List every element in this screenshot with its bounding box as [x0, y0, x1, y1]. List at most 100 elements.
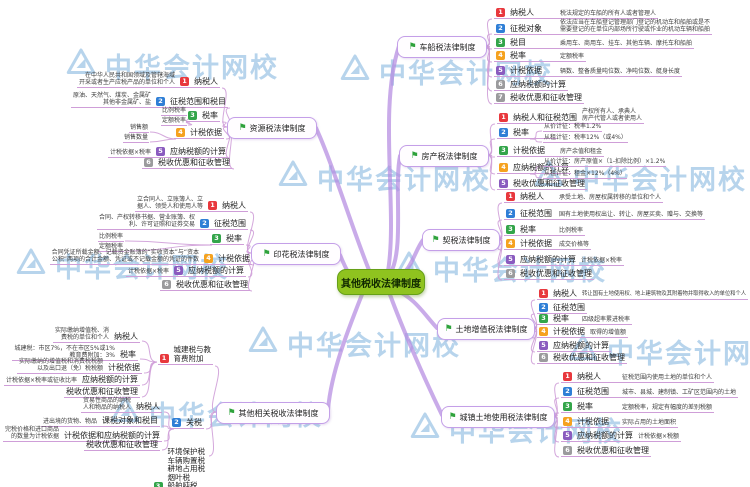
sub-topic-row[interactable]: 定额税率	[97, 243, 124, 252]
num-badge-3: 3	[496, 38, 505, 47]
sub-topic-row[interactable]: 贸易性商品的纳税人和物品的纳税人纳税人	[80, 397, 162, 413]
branch-node[interactable]: ⚑契税法律制度	[422, 229, 500, 251]
watermark-text: 中华会计网校	[607, 339, 750, 370]
topic-row[interactable]: 4 计税依据	[174, 128, 224, 139]
branch-node[interactable]: ⚑土地增值税法律制度	[437, 318, 535, 340]
topic-label: 关税	[186, 418, 202, 427]
sub-topic-row[interactable]: 从价计征：税率1.2%	[543, 123, 603, 132]
topic-label: 纳税人	[136, 402, 160, 411]
branch-node[interactable]: ⚑其他相关税收法律制度	[216, 402, 330, 424]
sub-topic-row[interactable]: 进出境的货物、物品课税对象和税目	[40, 416, 160, 427]
topic-desc: 计税依据×税额	[638, 433, 680, 440]
topic-label: 税收优惠和征收管理	[176, 280, 248, 289]
connector-path	[314, 126, 371, 272]
flag-icon: ⚑	[431, 234, 440, 245]
num-badge-4: 4	[176, 128, 185, 137]
watermark-text: 中华会计网校	[105, 53, 279, 84]
connector-path	[211, 365, 220, 413]
sub-topic-row[interactable]: 比例税率	[160, 107, 187, 116]
branch-node[interactable]: ⚑房产税法律制度	[399, 145, 489, 167]
branch-node[interactable]: ⚑车船税法律制度	[397, 36, 487, 58]
topic-label: 征税范围	[553, 303, 585, 312]
sub-topic-row[interactable]: 比例税率	[97, 233, 124, 242]
connector-path	[552, 382, 560, 417]
sub-topic-row[interactable]: 销售额	[128, 124, 149, 133]
sub-topic-row[interactable]: 实际缴纳的增值税和消费税税额以及出口退（免）税税额计税依据	[16, 358, 142, 374]
topic-label: 计税依据	[190, 128, 222, 137]
num-badge-2: 2	[172, 418, 181, 427]
sub-topic-row[interactable]: 计税依据×税率或征收比率应纳税额的计算	[3, 375, 140, 386]
sub-topic-row[interactable]: 从租计征：税率12%（或4%）	[543, 134, 628, 143]
num-badge-6: 6	[563, 446, 572, 455]
central-topic[interactable]: 其他税收法律制度	[337, 269, 425, 295]
topic-desc: 合同、产权转移书据、营业账簿、权利、许可证照和证券交易	[98, 214, 195, 228]
branch-node[interactable]: ⚑资源税法律制度	[227, 117, 317, 139]
sub-topic-row[interactable]: 定额税率	[160, 117, 187, 126]
num-badge-2: 2	[496, 24, 505, 33]
sub-topic-row[interactable]: 销售数量	[122, 134, 149, 143]
branch-node[interactable]: ⚑印花税法律制度	[251, 243, 341, 265]
connector-path	[246, 211, 255, 254]
sub-topic-row[interactable]: 实际缴纳增值税、消费税的单位和个人纳税人	[52, 327, 140, 343]
topic-label: 税率	[553, 314, 569, 323]
sub-topic-row[interactable]: 完税价格和进口商品的数量为计税依据计税依据和应纳税额的计算	[2, 426, 162, 442]
topic-label: 应纳税额的计算	[82, 375, 138, 384]
topic-label: 应纳税额的计算	[170, 147, 226, 156]
sub-topic-row[interactable]: 从租计征：租金×12%（4%）	[543, 170, 627, 179]
sub-topic-row[interactable]: 税收优惠和征收管理	[84, 440, 160, 451]
topic-row[interactable]: 2 关税	[170, 418, 204, 429]
branch-node[interactable]: ⚑城镇土地使用税法律制度	[441, 406, 555, 428]
topic-label: 征税对象	[510, 24, 542, 33]
topic-row[interactable]: 合同凭证所载金额、记载资金账簿的“实收资本”与“资本公积”两项的合计金额、凭证或…	[49, 249, 252, 265]
sub-topic-row[interactable]: 从价计征：房产原值×（1-扣除比例）×1.2%	[543, 158, 667, 167]
sub-topic-row[interactable]: 税收优惠和征收管理	[64, 387, 140, 398]
num-badge-1: 1	[159, 354, 169, 363]
flag-icon: ⚑	[448, 411, 457, 422]
topic-desc: 计税依据×税率	[127, 268, 169, 275]
sub-topic-row[interactable]: 城建税：市区7%，不在市区5%或1%教育费附加：3%税率	[12, 345, 138, 361]
topic-label: 税收优惠和征收管理	[520, 269, 592, 278]
